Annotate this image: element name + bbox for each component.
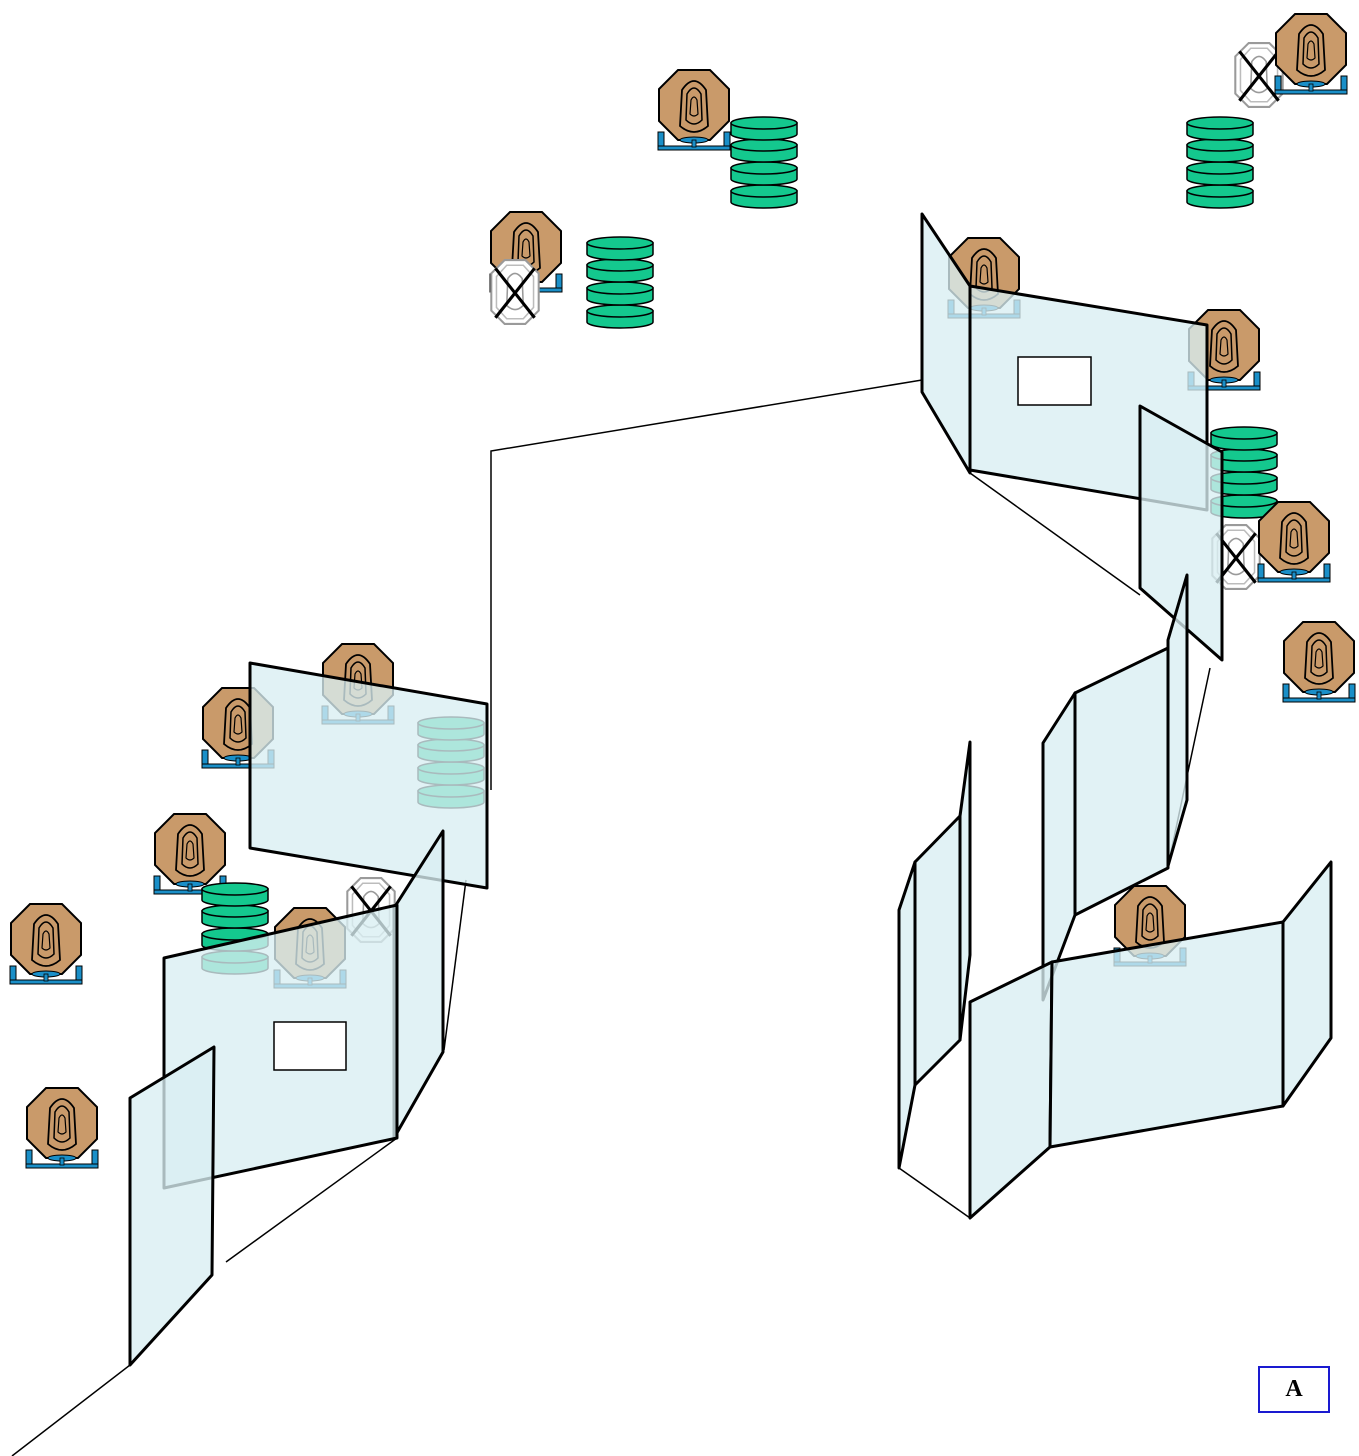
connector-lines bbox=[11, 379, 1211, 1456]
target-icon bbox=[1257, 501, 1331, 583]
database-icon bbox=[1186, 116, 1254, 209]
screen-panel bbox=[913, 814, 962, 1087]
figure-label-box: A bbox=[1258, 1366, 1330, 1413]
target-icon bbox=[25, 1087, 99, 1169]
screen-panel bbox=[1138, 404, 1224, 662]
screen-window bbox=[273, 1021, 347, 1071]
screen-panel bbox=[897, 860, 917, 1170]
screen-panel bbox=[392, 829, 445, 1140]
panel-group-top-right bbox=[920, 212, 1224, 662]
screen-panel bbox=[958, 740, 972, 1042]
target-icon bbox=[9, 903, 83, 985]
target-icon bbox=[153, 813, 227, 895]
disabled-target-icon bbox=[489, 258, 541, 326]
screen-panel bbox=[1041, 691, 1077, 1002]
database-icon bbox=[586, 236, 654, 329]
target-icon bbox=[1282, 621, 1356, 703]
screen-panel bbox=[128, 1045, 216, 1367]
screen-panel bbox=[1073, 646, 1170, 917]
screen-panel bbox=[1048, 920, 1285, 1149]
screen-panel bbox=[1281, 860, 1333, 1108]
screen-panel bbox=[1166, 573, 1189, 868]
figure-label: A bbox=[1285, 1376, 1303, 1402]
screen-window bbox=[1017, 356, 1092, 406]
target-icon bbox=[1274, 13, 1348, 95]
panel-group-right bbox=[897, 573, 1333, 1220]
panel-group-left bbox=[128, 661, 489, 1367]
screen-panel bbox=[248, 661, 489, 890]
target-icon bbox=[657, 69, 731, 151]
screen-panel bbox=[968, 960, 1054, 1220]
database-icon bbox=[730, 116, 798, 209]
screen-panel bbox=[920, 212, 972, 475]
